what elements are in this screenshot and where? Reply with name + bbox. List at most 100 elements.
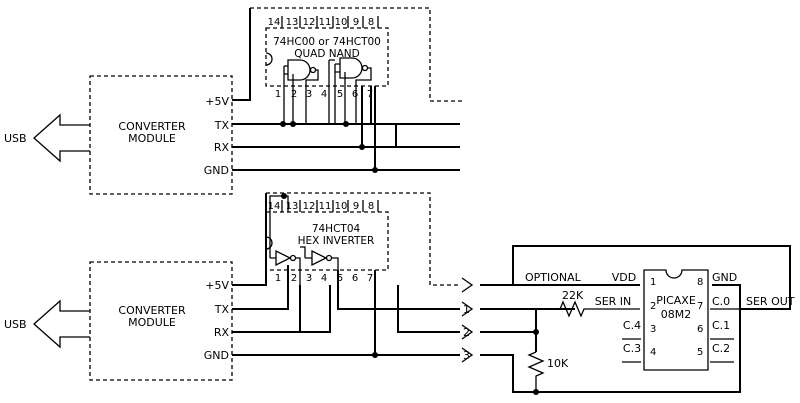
ic-pin-1-top: 1 bbox=[275, 89, 281, 100]
connector-pin-2: 2 bbox=[463, 326, 470, 339]
ic-pin-4-bottom: 4 bbox=[321, 273, 327, 284]
ic-pin-9-top: 9 bbox=[353, 17, 359, 28]
pin-5v-bottom: +5V bbox=[205, 279, 229, 292]
picaxe-pin-num-2: 2 bbox=[650, 301, 656, 312]
ic-label-bottom-1: 74HCT04 bbox=[312, 223, 361, 235]
wire-rx-out-bottom bbox=[397, 285, 460, 333]
junction-gnd-bottom bbox=[533, 389, 539, 395]
picaxe-pin-num-4: 4 bbox=[650, 347, 656, 358]
ic-pin-12-top: 12 bbox=[303, 17, 316, 28]
top-circuit: USB CONVERTER MODULE +5V TX RX GND 74HC0… bbox=[4, 7, 462, 195]
wire-pin7-gnd-top bbox=[370, 86, 376, 170]
junction-top-2 bbox=[290, 121, 296, 127]
ic-pin-13-bottom: 13 bbox=[286, 201, 299, 212]
junction-top-1 bbox=[280, 121, 286, 127]
picaxe-pin-ser-in: SER IN bbox=[595, 295, 632, 308]
junction-top-5 bbox=[372, 167, 378, 173]
ic-pin-8-bottom: 8 bbox=[368, 201, 374, 212]
ic-pin-6-top: 6 bbox=[352, 89, 358, 100]
picaxe-chip bbox=[643, 269, 709, 371]
junction-top-4 bbox=[359, 144, 365, 150]
wire-tx-bottom bbox=[232, 265, 289, 310]
picaxe-pin-num-8: 8 bbox=[697, 277, 703, 288]
ic-top-pins-top: 14 13 12 11 10 9 8 bbox=[268, 16, 379, 28]
ic-pin-7-bottom: 7 bbox=[367, 273, 373, 284]
wire-5v-bottom bbox=[232, 193, 267, 286]
pin-tx-top: TX bbox=[214, 119, 230, 132]
usb-arrow-top: USB bbox=[4, 113, 90, 163]
picaxe-label-2: 08M2 bbox=[661, 308, 692, 321]
usb-arrow-bottom: USB bbox=[4, 299, 90, 349]
pin-gnd-bottom: GND bbox=[204, 349, 229, 362]
usb-label-bottom: USB bbox=[4, 318, 27, 331]
ic-pin-13-top: 13 bbox=[286, 17, 299, 28]
junction-top-3 bbox=[343, 121, 349, 127]
junction-bottom-vcc bbox=[281, 193, 287, 199]
optional-label: OPTIONAL bbox=[525, 271, 582, 284]
inverter-gate-1 bbox=[269, 195, 301, 285]
picaxe-pin-lines-left bbox=[622, 338, 641, 363]
ser-out-label: SER OUT bbox=[746, 295, 795, 308]
bottom-circuit: USB CONVERTER MODULE +5V TX RX GND 74HCT… bbox=[4, 192, 474, 381]
resistor-10k: 10K bbox=[527, 351, 569, 392]
ic-box-top bbox=[265, 27, 389, 87]
wire-gnd-loop bbox=[480, 284, 741, 393]
ic-pin-10-bottom: 10 bbox=[335, 201, 348, 212]
connector-arrow-3 bbox=[461, 347, 474, 363]
connector-pin-1: 1 bbox=[463, 303, 470, 316]
ic-pin-5-top: 5 bbox=[337, 89, 343, 100]
ic-label-bottom-2: HEX INVERTER bbox=[298, 235, 375, 247]
converter-label-bottom-1: CONVERTER bbox=[118, 304, 186, 317]
ic-pin-3-bottom: 3 bbox=[306, 273, 312, 284]
picaxe-pin-c0: C.0 bbox=[712, 295, 730, 308]
converter-label-bottom-2: MODULE bbox=[128, 316, 176, 329]
ic-pin-9-bottom: 9 bbox=[353, 201, 359, 212]
converter-label-top-1: CONVERTER bbox=[118, 120, 186, 133]
ic-notch-top bbox=[265, 52, 273, 66]
ic-pin-14-top: 14 bbox=[268, 17, 281, 28]
picaxe-pin-vdd: VDD bbox=[612, 271, 636, 284]
picaxe-pin-num-6: 6 bbox=[697, 324, 703, 335]
wire-inv-out bbox=[299, 285, 330, 333]
picaxe-pin-num-3: 3 bbox=[650, 324, 656, 335]
pin-5v-top: +5V bbox=[205, 95, 229, 108]
picaxe-pin-c2: C.2 bbox=[712, 342, 730, 355]
ic-pin-6-bottom: 6 bbox=[352, 273, 358, 284]
pin-tx-bottom: TX bbox=[214, 303, 230, 316]
nand-gate-2 bbox=[328, 57, 372, 124]
ic-pin-12-bottom: 12 bbox=[303, 201, 316, 212]
ic-box-bottom bbox=[265, 211, 389, 271]
picaxe-pin-c3: C.3 bbox=[623, 342, 641, 355]
ic-pin-2-bottom: 2 bbox=[291, 273, 297, 284]
wire-outer-top bbox=[512, 245, 791, 310]
connector-pins: 1 2 3 bbox=[461, 277, 474, 363]
pin-rx-bottom: RX bbox=[214, 326, 230, 339]
usb-label-top: USB bbox=[4, 132, 27, 145]
ic-pin-11-bottom: 11 bbox=[319, 201, 332, 212]
ic-label-top-1: 74HC00 or 74HCT00 bbox=[273, 36, 381, 48]
junction-bottom-gnd bbox=[372, 352, 378, 358]
ic-bottom-pins-top: 1 2 3 4 5 6 7 bbox=[275, 89, 373, 100]
converter-module-top bbox=[89, 75, 233, 195]
junction-ser-in bbox=[533, 329, 539, 335]
picaxe-pin-gnd: GND bbox=[712, 271, 737, 284]
ic-label-top-2: QUAD NAND bbox=[294, 48, 360, 60]
ic-pin-10-top: 10 bbox=[335, 17, 348, 28]
connector-arrow-1 bbox=[461, 301, 474, 317]
picaxe-pin-num-5: 5 bbox=[697, 347, 703, 358]
connector-pin-3: 3 bbox=[463, 349, 470, 362]
picaxe-pin-c1: C.1 bbox=[712, 319, 730, 332]
ic-top-pins-bottom: 14 13 12 11 10 9 8 bbox=[268, 200, 379, 212]
connector-arrow-2 bbox=[461, 324, 474, 340]
pin-gnd-top: GND bbox=[204, 164, 229, 177]
ic-pin-8-top: 8 bbox=[368, 17, 374, 28]
picaxe-pin-c4: C.4 bbox=[623, 319, 641, 332]
picaxe-pin-num-1: 1 bbox=[650, 277, 656, 288]
converter-label-top-2: MODULE bbox=[128, 132, 176, 145]
ic-pin-5-bottom: 5 bbox=[337, 273, 343, 284]
resistor-22k-label: 22K bbox=[562, 289, 584, 302]
picaxe-pin-lines-right bbox=[710, 308, 740, 363]
optional-supply-bottom bbox=[266, 192, 460, 286]
ic-pin-11-top: 11 bbox=[319, 17, 332, 28]
